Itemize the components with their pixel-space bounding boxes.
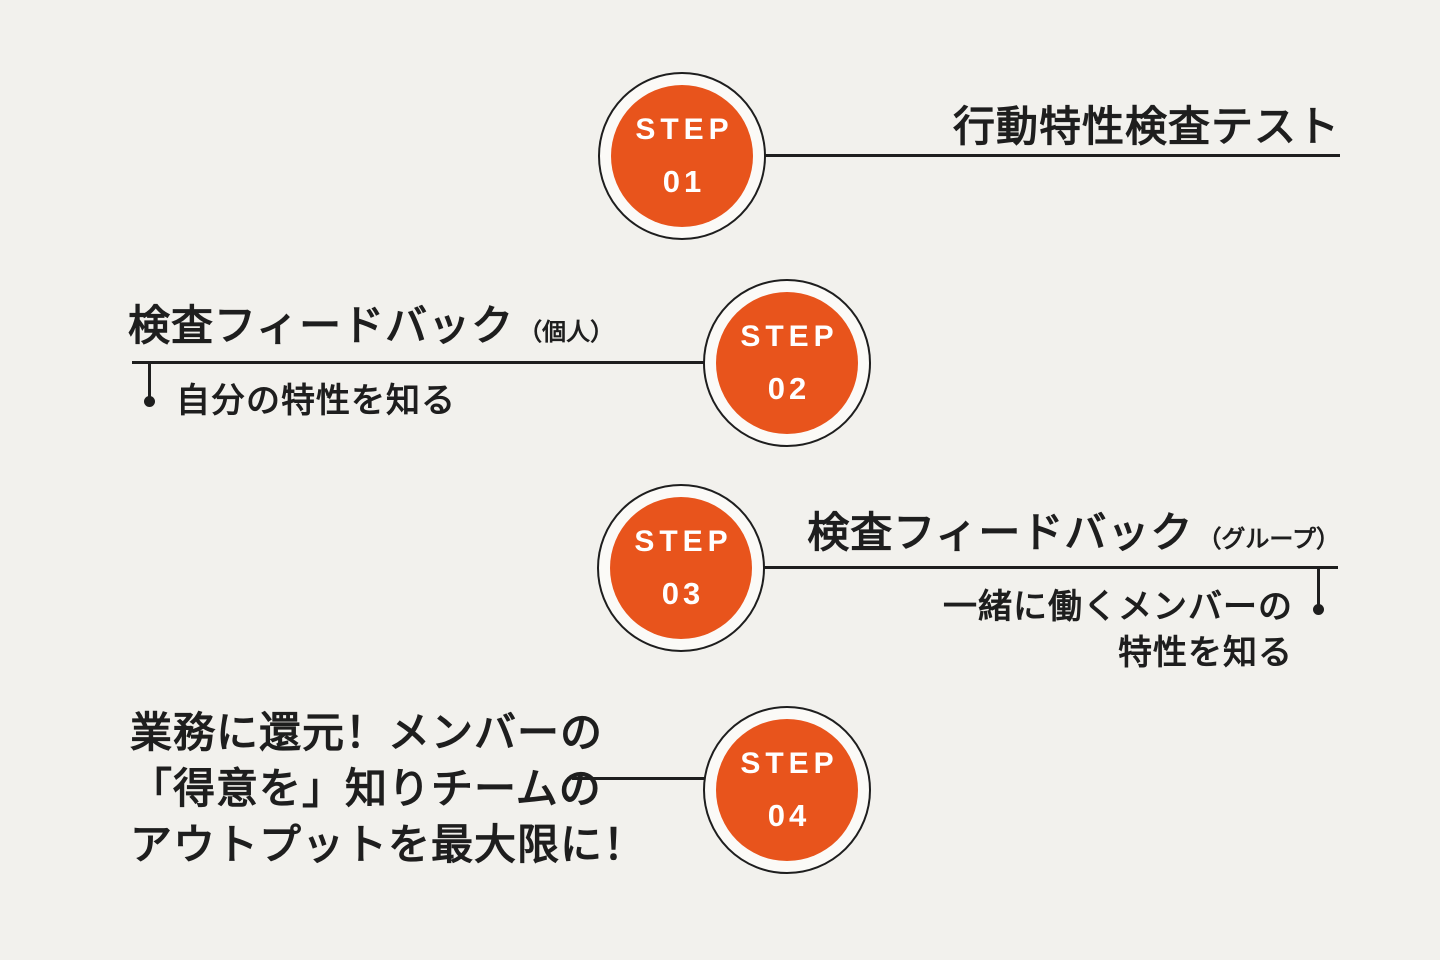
step-02-title: 検査フィードバック （個人） [128,302,614,350]
step-02-badge: STEP 02 [703,279,871,447]
connector-line-step-04 [572,777,706,780]
step-03-title-note: （グループ） [1197,526,1340,553]
step-01-badge-number: 01 [662,164,706,199]
step-03-detail-line1: 一緒に働くメンバーの [943,588,1293,626]
step-03-badge-label: STEP [634,525,733,558]
step-04-badge-number: 04 [767,798,811,833]
step-03-badge: STEP 03 [597,484,765,652]
step-04-description: 業務に還元！メンバーの 「得意を」知りチームの アウトプットを最大限に！ [130,705,646,873]
step-02-pointer-line [148,361,151,399]
step-04-description-line3: アウトプットを最大限に！ [130,821,647,868]
step-01-badge-circle: STEP 01 [611,85,753,227]
connector-line-step-02 [132,361,706,364]
connector-line-step-03 [762,566,1338,569]
step-04-badge-label: STEP [740,747,839,780]
step-01-badge-label: STEP [635,113,734,146]
step-01-badge: STEP 01 [598,72,766,240]
step-02-badge-circle: STEP 02 [716,292,858,434]
step-02-badge-number: 02 [767,371,811,406]
step-03-detail: 一緒に働くメンバーの 特性を知る [943,584,1293,676]
step-03-title-text: 検査フィードバック [807,509,1194,556]
step-04-description-line1: 業務に還元！メンバーの [130,709,604,756]
step-02-badge-label: STEP [740,320,839,353]
step-02-detail: 自分の特性を知る [176,382,456,420]
step-03-badge-circle: STEP 03 [610,497,752,639]
step-03-pointer-line [1317,566,1320,606]
step-04-badge: STEP 04 [703,706,871,874]
step-04-badge-circle: STEP 04 [716,719,858,861]
step-03-title: 検査フィードバック （グループ） [807,509,1340,557]
step-03-pointer-dot [1313,604,1324,615]
step-03-detail-line2: 特性を知る [1118,634,1293,672]
step-02-pointer-dot [144,396,155,407]
step-01-title-text: 行動特性検査テスト [952,103,1340,150]
step-02-title-note: （個人） [518,319,615,346]
connector-line-step-01 [762,154,1340,157]
step-02-title-text: 検査フィードバック [128,302,515,349]
step-04-description-line2: 「得意を」知りチームの [130,765,602,812]
step-01-title: 行動特性検査テスト [953,103,1340,151]
step-03-badge-number: 03 [661,576,705,611]
